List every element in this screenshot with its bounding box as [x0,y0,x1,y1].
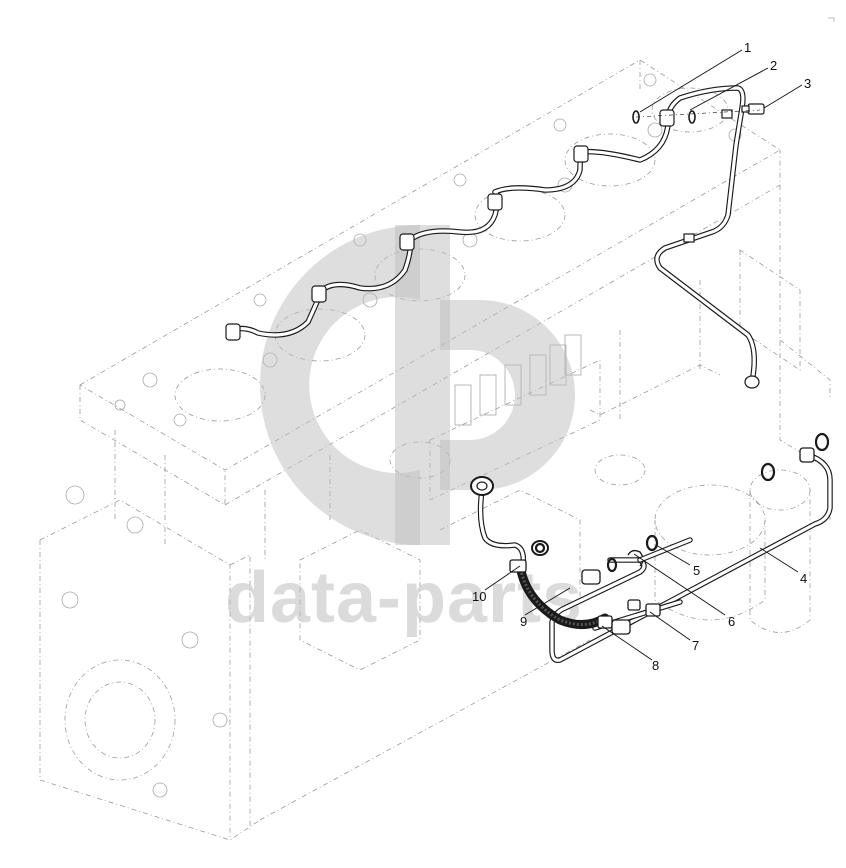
watermark: data-parts [225,225,582,638]
callout-10: 10 [472,589,486,604]
callout-1: 1 [744,40,751,55]
callouts: 1 2 3 4 5 6 7 8 9 10 [472,40,811,673]
callout-6: 6 [728,614,735,629]
callout-leaders [484,49,803,661]
corner-marks [828,17,835,22]
callout-8: 8 [652,658,659,673]
callout-5: 5 [693,563,700,578]
callout-3: 3 [804,76,811,91]
lower-fuel-lines [470,432,833,664]
callout-4: 4 [800,571,807,586]
callout-2: 2 [770,58,777,73]
callout-7: 7 [692,638,699,653]
callout-9: 9 [520,614,527,629]
leak-off-line [225,85,765,389]
